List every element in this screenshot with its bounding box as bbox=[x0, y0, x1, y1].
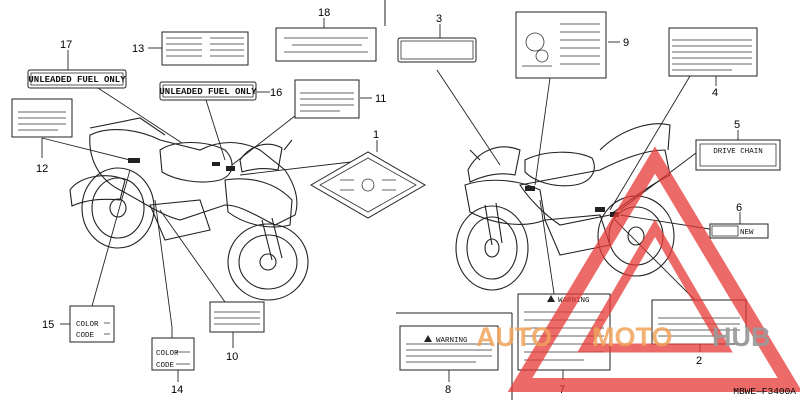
label-6-new bbox=[709, 223, 769, 239]
label-8-warning bbox=[399, 325, 499, 371]
left-motorcycle bbox=[69, 117, 309, 301]
label-16-unleaded-fuel bbox=[159, 81, 257, 101]
callout-3: 3 bbox=[436, 13, 442, 25]
callout-15: 15 bbox=[42, 319, 54, 331]
callout-14: 14 bbox=[171, 384, 183, 396]
callout-10: 10 bbox=[226, 351, 238, 363]
callout-16: 16 bbox=[270, 87, 282, 99]
warning-triangle-icon bbox=[547, 295, 555, 302]
right-motorcycle bbox=[455, 123, 675, 291]
watermark-auto: AUTO bbox=[476, 322, 552, 352]
label-14-color-text: COLOR bbox=[156, 350, 179, 358]
callout-1: 1 bbox=[373, 129, 379, 141]
label-17-text: UNLEADED FUEL ONLY bbox=[28, 75, 126, 85]
label-18 bbox=[275, 27, 377, 62]
callout-2: 2 bbox=[696, 355, 702, 367]
watermark-hub: HUB bbox=[712, 322, 771, 352]
label-10 bbox=[209, 301, 265, 333]
warning-triangle-icon bbox=[424, 335, 432, 342]
callout-4: 4 bbox=[712, 87, 718, 99]
label-plates bbox=[11, 11, 781, 371]
warning-symbols bbox=[424, 295, 555, 342]
label-17-unleaded-fuel bbox=[27, 69, 127, 89]
label-6-text: NEW bbox=[740, 229, 754, 237]
label-14 bbox=[151, 337, 195, 371]
callout-17: 17 bbox=[60, 39, 72, 51]
callout-18: 18 bbox=[318, 7, 330, 19]
label-16-text: UNLEADED FUEL ONLY bbox=[159, 87, 257, 97]
callout-11: 11 bbox=[375, 93, 386, 105]
watermark-moto: MOTO bbox=[592, 322, 673, 352]
callout-8: 8 bbox=[445, 384, 451, 396]
callout-13: 13 bbox=[132, 43, 144, 55]
label-3 bbox=[397, 37, 477, 63]
label-14-code-text: CODE bbox=[156, 362, 175, 370]
label-9 bbox=[515, 11, 607, 79]
label-details bbox=[18, 23, 777, 365]
label-5-drive-chain bbox=[695, 139, 781, 171]
label-1-diamond bbox=[310, 151, 426, 219]
leader-lines bbox=[41, 18, 741, 382]
label-15-color-text: COLOR bbox=[76, 321, 99, 329]
callout-6: 6 bbox=[736, 202, 742, 214]
callout-5: 5 bbox=[734, 119, 740, 131]
diagram-code: MBWE—F3400A bbox=[733, 386, 796, 397]
label-13 bbox=[161, 31, 249, 66]
label-8-warning-text: WARNING bbox=[436, 337, 468, 345]
label-5-text: DRIVE CHAIN bbox=[713, 148, 763, 156]
callout-9: 9 bbox=[623, 37, 629, 49]
automotohub-watermark: AUTO MOTO HUB bbox=[476, 146, 800, 392]
label-15 bbox=[69, 305, 115, 343]
label-15-code-text: CODE bbox=[76, 332, 95, 340]
warning-triangle-watermark-icon bbox=[507, 146, 800, 392]
callout-12: 12 bbox=[36, 163, 48, 175]
